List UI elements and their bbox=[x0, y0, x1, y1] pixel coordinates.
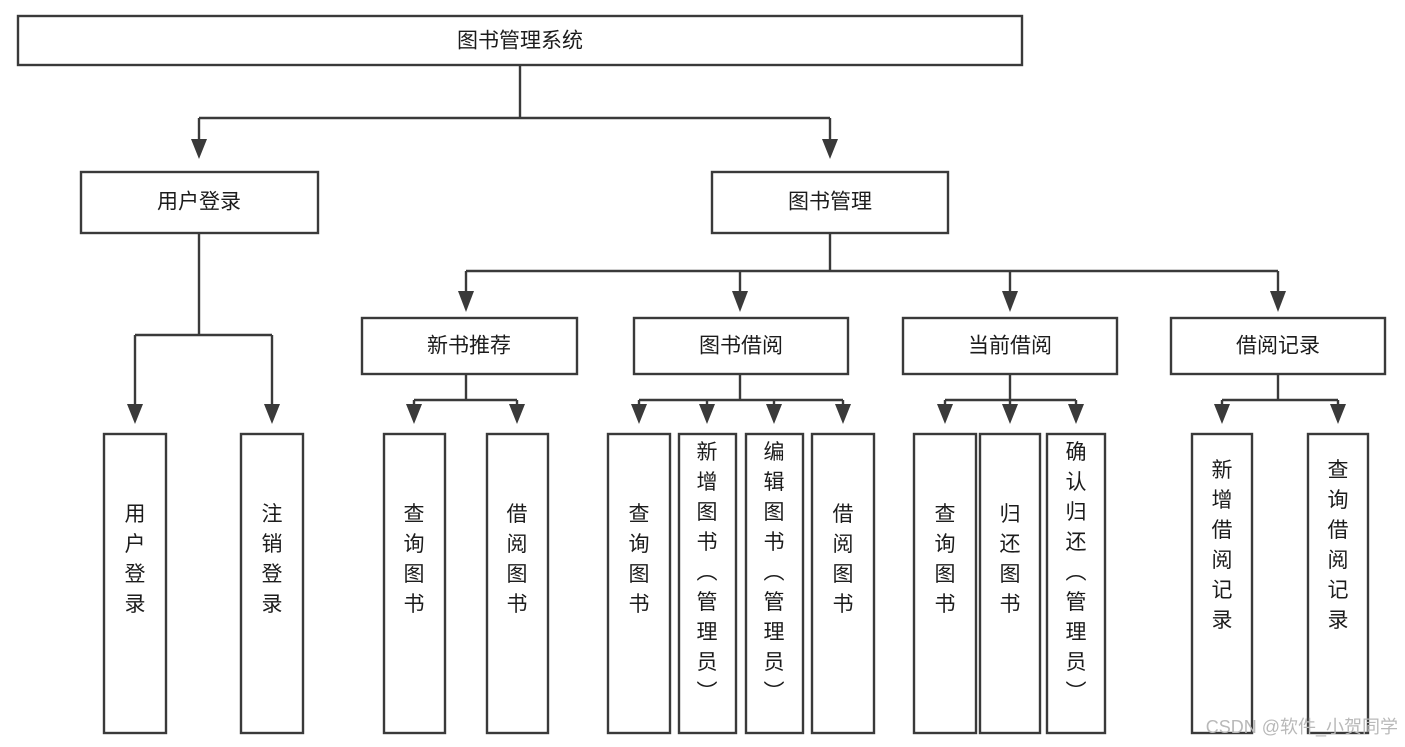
leaf-add-record-box[interactable] bbox=[1190, 432, 1254, 735]
leaf-query-book-1-label: 查询图书 bbox=[404, 503, 425, 616]
node-current-borrow[interactable]: 当前借阅 bbox=[901, 316, 1119, 376]
leaf-node-return-book[interactable]: 归还图书 bbox=[978, 432, 1042, 735]
node-new-book-recommend-label: 新书推荐 bbox=[427, 335, 511, 358]
arrow-head-leaf-query-book-3 bbox=[937, 404, 953, 424]
node-current-borrow-box[interactable] bbox=[901, 316, 1119, 376]
arrow-head-borrow-record bbox=[1270, 291, 1286, 312]
arrow-head-leaf-query-book-1 bbox=[406, 404, 422, 424]
node-book-borrow-box[interactable] bbox=[632, 316, 850, 376]
node-root-box[interactable] bbox=[16, 14, 1024, 67]
node-user-login-box[interactable] bbox=[79, 170, 320, 235]
leaf-node-edit-book[interactable]: 编辑图书︵管理员︶ bbox=[744, 432, 805, 735]
leaf-add-record-label: 新增借阅记录 bbox=[1212, 459, 1233, 632]
leaf-node-query-book-1[interactable]: 查询图书 bbox=[382, 432, 447, 735]
connector-group-book-borrow bbox=[631, 374, 851, 424]
connector-group-root bbox=[191, 65, 838, 159]
node-user-login-label: 用户登录 bbox=[157, 191, 241, 214]
leaf-add-book-label: 新增图书︵管理员︶ bbox=[697, 441, 718, 704]
leaf-logout-login-box[interactable] bbox=[239, 432, 305, 735]
arrow-head-leaf-edit-book bbox=[766, 404, 782, 424]
node-user-login[interactable]: 用户登录 bbox=[79, 170, 320, 235]
connector-group-user-login bbox=[127, 233, 280, 424]
leaf-user-login-box[interactable] bbox=[102, 432, 168, 735]
connector-group-borrow-record bbox=[1214, 374, 1346, 424]
leaf-node-user-login[interactable]: 用户登录 bbox=[102, 432, 168, 735]
arrow-head-leaf-query-book-2 bbox=[631, 404, 647, 424]
leaf-confirm-return-label: 确认归还︵管理员︶ bbox=[1066, 441, 1087, 704]
leaf-edit-book-box[interactable] bbox=[744, 432, 805, 735]
node-root[interactable]: 图书管理系统 bbox=[16, 14, 1024, 67]
leaf-logout-login-label: 注销登录 bbox=[262, 503, 283, 616]
leaf-query-record-box[interactable] bbox=[1306, 432, 1370, 735]
arrow-head-leaf-logout-login bbox=[264, 404, 280, 424]
leaf-borrow-book-1-label: 借阅图书 bbox=[507, 503, 528, 616]
node-book-management-label: 图书管理 bbox=[788, 191, 872, 214]
leaf-borrow-book-1-box[interactable] bbox=[485, 432, 550, 735]
arrow-head-book-borrow bbox=[732, 291, 748, 312]
leaf-node-confirm-return[interactable]: 确认归还︵管理员︶ bbox=[1045, 432, 1107, 735]
arrow-head-user-login bbox=[191, 139, 207, 159]
arrow-head-leaf-add-record bbox=[1214, 404, 1230, 424]
arrow-head-leaf-add-book bbox=[699, 404, 715, 424]
connector-group-book-management bbox=[458, 233, 1286, 312]
leaf-node-logout-login[interactable]: 注销登录 bbox=[239, 432, 305, 735]
watermark-label: CSDN @软件_小贺同学 bbox=[1206, 717, 1398, 738]
leaf-query-book-2-box[interactable] bbox=[606, 432, 672, 735]
leaf-node-query-book-3[interactable]: 查询图书 bbox=[912, 432, 978, 735]
arrow-head-book-management bbox=[822, 139, 838, 159]
leaf-return-book-box[interactable] bbox=[978, 432, 1042, 735]
node-book-management-box[interactable] bbox=[710, 170, 950, 235]
node-book-management[interactable]: 图书管理 bbox=[710, 170, 950, 235]
leaf-query-book-1-box[interactable] bbox=[382, 432, 447, 735]
leaf-node-query-book-2[interactable]: 查询图书 bbox=[606, 432, 672, 735]
leaf-borrow-book-2-box[interactable] bbox=[810, 432, 876, 735]
node-new-book-recommend[interactable]: 新书推荐 bbox=[360, 316, 579, 376]
leaf-add-book-box[interactable] bbox=[677, 432, 738, 735]
leaf-node-add-book[interactable]: 新增图书︵管理员︶ bbox=[677, 432, 738, 735]
leaf-return-book-label: 归还图书 bbox=[1000, 503, 1021, 616]
node-borrow-record-box[interactable] bbox=[1169, 316, 1387, 376]
arrow-head-leaf-user-login bbox=[127, 404, 143, 424]
node-current-borrow-label: 当前借阅 bbox=[968, 335, 1052, 358]
arrow-head-leaf-borrow-book-1 bbox=[509, 404, 525, 424]
connector-group-current-borrow bbox=[937, 374, 1084, 424]
leaf-node-borrow-book-1[interactable]: 借阅图书 bbox=[485, 432, 550, 735]
leaf-node-add-record[interactable]: 新增借阅记录 bbox=[1190, 432, 1254, 735]
leaf-query-book-3-label: 查询图书 bbox=[935, 503, 956, 616]
connector-group-new-book-recommend bbox=[406, 374, 525, 424]
node-borrow-record[interactable]: 借阅记录 bbox=[1169, 316, 1387, 376]
node-book-borrow-label: 图书借阅 bbox=[699, 335, 783, 358]
node-borrow-record-label: 借阅记录 bbox=[1236, 335, 1320, 358]
arrow-head-leaf-query-record bbox=[1330, 404, 1346, 424]
node-new-book-recommend-box[interactable] bbox=[360, 316, 579, 376]
arrow-head-leaf-return-book bbox=[1002, 404, 1018, 424]
leaf-edit-book-label: 编辑图书︵管理员︶ bbox=[764, 441, 785, 704]
leaf-node-borrow-book-2[interactable]: 借阅图书 bbox=[810, 432, 876, 735]
arrow-head-leaf-borrow-book-2 bbox=[835, 404, 851, 424]
arrow-head-leaf-confirm-return bbox=[1068, 404, 1084, 424]
leaf-query-book-3-box[interactable] bbox=[912, 432, 978, 735]
leaf-query-record-label: 查询借阅记录 bbox=[1328, 459, 1349, 632]
leaf-confirm-return-box[interactable] bbox=[1045, 432, 1107, 735]
leaf-user-login-label: 用户登录 bbox=[125, 503, 146, 616]
node-book-borrow[interactable]: 图书借阅 bbox=[632, 316, 850, 376]
leaf-borrow-book-2-label: 借阅图书 bbox=[833, 503, 854, 616]
leaf-node-query-record[interactable]: 查询借阅记录 bbox=[1306, 432, 1370, 735]
arrow-head-current-borrow bbox=[1002, 291, 1018, 312]
arrow-head-new-book-recommend bbox=[458, 291, 474, 312]
node-root-label: 图书管理系统 bbox=[457, 30, 583, 53]
leaf-query-book-2-label: 查询图书 bbox=[629, 503, 650, 616]
